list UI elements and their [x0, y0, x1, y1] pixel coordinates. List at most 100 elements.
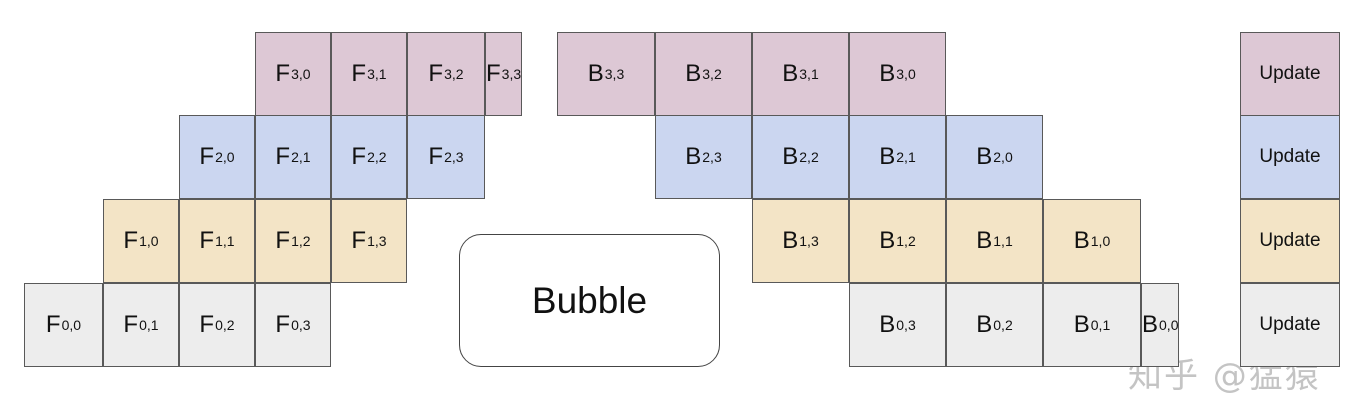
cell-index: 0,3 [291, 317, 311, 333]
bubble-label: Bubble [531, 279, 648, 321]
cell-op: F [123, 227, 139, 254]
cell-index: 3,3 [501, 66, 522, 82]
cell-op: B [976, 311, 993, 338]
cell-op: F [351, 143, 367, 170]
cell-index: 2,1 [291, 149, 311, 165]
cell-index: 0,1 [139, 317, 159, 333]
cell-op: F [123, 311, 139, 338]
cell-index: 2,1 [896, 149, 916, 165]
cell-index: 0,0 [61, 317, 82, 333]
cell-op: B [1142, 311, 1159, 338]
cell-index: 2,0 [993, 149, 1013, 165]
cell-index: 3,3 [604, 66, 625, 82]
cell-index: 2,0 [215, 149, 235, 165]
cell-op: F [199, 143, 215, 170]
cell-op: F [45, 311, 61, 338]
cell-index: 0,3 [896, 317, 916, 333]
cell-index: 1,2 [291, 233, 311, 249]
cell-op: F [428, 60, 444, 87]
cell-op: B [879, 143, 896, 170]
cell-index: 3,0 [291, 66, 311, 82]
cell-op: B [685, 60, 702, 87]
cell-op: F [486, 60, 501, 87]
cell-op: F [275, 227, 291, 254]
cell-index: 3,2 [702, 66, 722, 82]
cell-op: B [685, 143, 702, 170]
cell-op: F [275, 311, 291, 338]
bubble-box: Bubble [459, 234, 720, 367]
cell-op: B [879, 227, 896, 254]
cell-op: B [879, 311, 896, 338]
cell-index: 3,0 [896, 66, 916, 82]
cell-op: B [782, 143, 799, 170]
cell-index: 1,3 [799, 233, 819, 249]
cell-op: F [275, 143, 291, 170]
cell-index: 2,3 [444, 149, 464, 165]
cell-op: B [587, 60, 604, 87]
cell-index: 1,3 [367, 233, 387, 249]
cell-index: 0,2 [215, 317, 235, 333]
cell-index: 1,2 [896, 233, 916, 249]
cell-index: 1,0 [139, 233, 159, 249]
cell-op: F [351, 60, 367, 87]
update-cell-stage-0: Update [1240, 283, 1340, 367]
cell-op: F [428, 143, 444, 170]
cell-index: 1,1 [993, 233, 1013, 249]
cell-op: F [351, 227, 367, 254]
cell-index: 2,2 [367, 149, 387, 165]
cell-index: 3,1 [367, 66, 387, 82]
cell-op: F [199, 311, 215, 338]
update-cell-stage-1: Update [1240, 199, 1340, 283]
cell-op: F [199, 227, 215, 254]
cell-index: 2,3 [702, 149, 722, 165]
cell-index: 1,1 [215, 233, 235, 249]
cell-op: B [976, 227, 993, 254]
cell-index: 0,1 [1090, 317, 1111, 333]
cell-index: 3,2 [444, 66, 464, 82]
cell-op: B [782, 60, 799, 87]
cell-index: 3,1 [799, 66, 819, 82]
update-cell-stage-3: Update [1240, 32, 1340, 116]
cell-index: 2,2 [799, 149, 819, 165]
cell-index: 0,2 [993, 317, 1013, 333]
cell-index: 0,0 [1159, 317, 1179, 333]
cell-op: B [1073, 227, 1090, 254]
update-cell-stage-2: Update [1240, 115, 1340, 199]
cell-index: 1,0 [1090, 233, 1111, 249]
cell-op: B [976, 143, 993, 170]
cell-op: F [275, 60, 291, 87]
cell-op: B [782, 227, 799, 254]
